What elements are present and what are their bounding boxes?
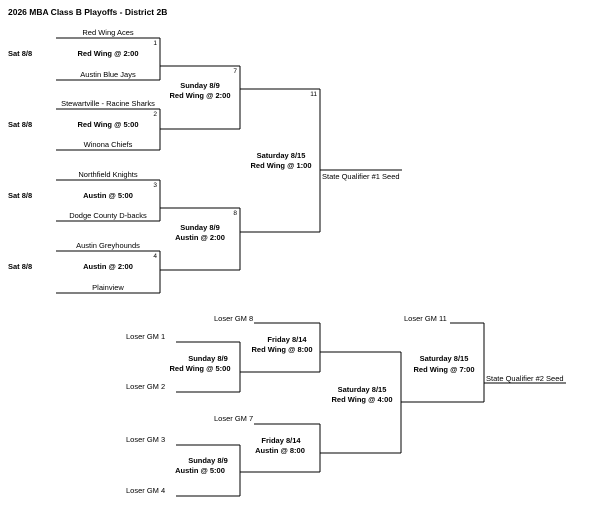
game-day: Saturday 8/15 xyxy=(338,385,387,394)
game-3: 3 Northfield Knights Sat 8/8 Austin @ 5:… xyxy=(8,170,157,220)
game-number: 1 xyxy=(153,40,157,47)
game-time: Austin @ 8:00 xyxy=(255,446,305,455)
game-time: Red Wing @ 2:00 xyxy=(77,49,138,58)
game-time: Red Wing @ 7:00 xyxy=(413,365,474,374)
game-8: 8 Sunday 8/9 Austin @ 2:00 xyxy=(175,210,237,242)
game-day: Sunday 8/9 xyxy=(188,354,228,363)
lower-bracket-lines xyxy=(176,322,566,497)
game-time: Austin @ 5:00 xyxy=(175,466,225,475)
seed-1-label: State Qualifier #1 Seed xyxy=(322,172,400,181)
team-bottom: Loser GM 2 xyxy=(126,382,165,391)
game-number: 8 xyxy=(233,210,237,217)
game-day: Sunday 8/9 xyxy=(188,456,228,465)
team-top: Northfield Knights xyxy=(78,170,137,179)
game-day: Sat 8/8 xyxy=(8,191,32,200)
team-top: Austin Greyhounds xyxy=(76,241,140,250)
game-time: Red Wing @ 4:00 xyxy=(331,395,392,404)
game-day: Saturday 8/15 xyxy=(420,354,469,363)
game-day: Sunday 8/9 xyxy=(180,81,220,90)
game-time: Red Wing @ 5:00 xyxy=(169,364,230,373)
game-day: Sat 8/8 xyxy=(8,120,32,129)
game-4: 4 Austin Greyhounds Sat 8/8 Austin @ 2:0… xyxy=(8,241,157,292)
game-1: 1 Red Wing Aces Sat 8/8 Red Wing @ 2:00 … xyxy=(8,28,157,79)
game-time: Austin @ 2:00 xyxy=(83,262,133,271)
game-time: Austin @ 5:00 xyxy=(83,191,133,200)
game-time: Red Wing @ 5:00 xyxy=(77,120,138,129)
game-number: 3 xyxy=(153,182,157,189)
game-e: Saturday 8/15 Red Wing @ 4:00 xyxy=(331,385,392,404)
game-c: Loser GM 8 Friday 8/14 Red Wing @ 8:00 xyxy=(214,314,313,354)
team-top: Loser GM 1 xyxy=(126,332,165,341)
game-day: Sat 8/8 xyxy=(8,262,32,271)
team-top: Loser GM 11 xyxy=(404,314,447,323)
game-2: 2 Stewartville - Racine Sharks Sat 8/8 R… xyxy=(8,99,157,149)
game-time: Red Wing @ 8:00 xyxy=(251,345,312,354)
game-b: Loser GM 3 Sunday 8/9 Austin @ 5:00 Lose… xyxy=(126,435,228,495)
seed-2-label: State Qualifier #2 Seed xyxy=(486,374,564,383)
game-a: Loser GM 1 Sunday 8/9 Red Wing @ 5:00 Lo… xyxy=(126,332,231,391)
game-d: Loser GM 7 Friday 8/14 Austin @ 8:00 xyxy=(214,414,305,455)
game-time: Red Wing @ 1:00 xyxy=(250,161,311,170)
upper-bracket-lines xyxy=(56,37,402,294)
team-top: Loser GM 7 xyxy=(214,414,253,423)
game-day: Sunday 8/9 xyxy=(180,223,220,232)
game-day: Friday 8/14 xyxy=(267,335,307,344)
team-bottom: Dodge County D-backs xyxy=(69,211,147,220)
game-number: 2 xyxy=(153,111,157,118)
game-day: Sat 8/8 xyxy=(8,49,32,58)
game-number: 11 xyxy=(310,91,317,98)
game-day: Friday 8/14 xyxy=(261,436,301,445)
team-bottom: Plainview xyxy=(92,283,124,292)
team-bottom: Loser GM 4 xyxy=(126,486,165,495)
game-day: Saturday 8/15 xyxy=(257,151,306,160)
team-bottom: Austin Blue Jays xyxy=(80,70,136,79)
game-f: Loser GM 11 Saturday 8/15 Red Wing @ 7:0… xyxy=(404,314,475,374)
team-top: Red Wing Aces xyxy=(82,28,134,37)
bracket-title: 2026 MBA Class B Playoffs - District 2B xyxy=(8,7,167,17)
team-bottom: Winona Chiefs xyxy=(84,140,133,149)
game-11: 11 Saturday 8/15 Red Wing @ 1:00 xyxy=(250,91,317,170)
game-time: Austin @ 2:00 xyxy=(175,233,225,242)
game-time: Red Wing @ 2:00 xyxy=(169,91,230,100)
team-top: Loser GM 8 xyxy=(214,314,253,323)
game-7: 7 Sunday 8/9 Red Wing @ 2:00 xyxy=(169,68,237,100)
game-number: 7 xyxy=(233,68,237,75)
team-top: Loser GM 3 xyxy=(126,435,165,444)
game-number: 4 xyxy=(153,253,157,260)
team-top: Stewartville - Racine Sharks xyxy=(61,99,155,108)
